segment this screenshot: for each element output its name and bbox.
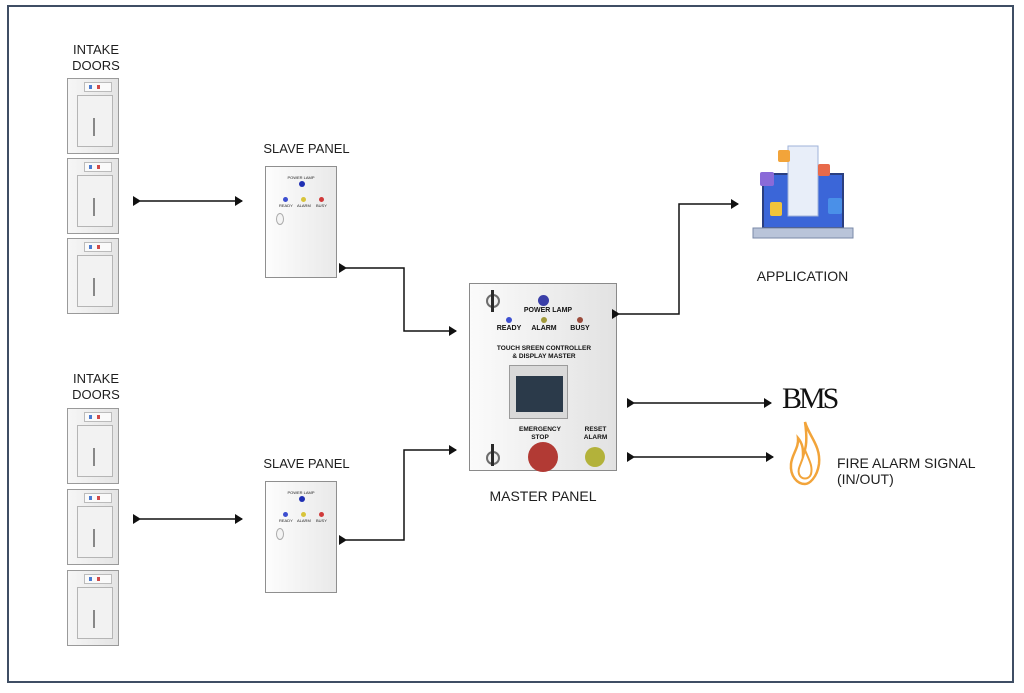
slave-ready-lamp — [283, 197, 288, 202]
intake-door — [67, 78, 119, 154]
slave-power-lamp-label: POWER LAMP — [287, 175, 315, 180]
slave-panel: POWER LAMP READY ALARM BUSY — [265, 481, 337, 593]
master-panel: POWER LAMP READY ALARM BUSY TOUCH SREEN … — [469, 283, 617, 472]
intake-door — [67, 238, 119, 314]
application-label: APPLICATION — [756, 268, 849, 284]
intake-door — [67, 570, 119, 646]
master-alarm-lamp — [541, 317, 547, 323]
slave-alarm-lamp — [301, 512, 306, 517]
slave-panel: POWER LAMP READY ALARM BUSY — [265, 166, 337, 278]
intake-door — [67, 408, 119, 484]
diagram-frame — [7, 5, 1014, 683]
slave-power-lamp — [299, 181, 305, 187]
reset-alarm-button — [585, 447, 605, 467]
slave-panel-label-bottom: SLAVE PANEL — [263, 456, 350, 471]
master-panel-label: MASTER PANEL — [489, 488, 597, 504]
intake-door — [67, 158, 119, 234]
slave-busy-lamp — [319, 197, 324, 202]
slave-ready-lamp — [283, 512, 288, 517]
intake-door — [67, 489, 119, 565]
slave-busy-lamp — [319, 512, 324, 517]
master-power-lamp — [538, 295, 549, 306]
fire-icon — [789, 421, 821, 486]
arrow-slave-top-to-master — [339, 263, 457, 336]
master-power-lamp-label: POWER LAMP — [523, 307, 573, 314]
slave-power-lamp-label: POWER LAMP — [287, 490, 315, 495]
touch-screen — [509, 365, 568, 419]
slave-power-lamp — [299, 496, 305, 502]
fire-alarm-label: FIRE ALARM SIGNAL(IN/OUT) — [837, 455, 976, 487]
emergency-stop-button — [528, 442, 558, 472]
slave-keyhole — [276, 213, 284, 225]
arrow-slave-bottom-to-master — [339, 445, 457, 545]
slave-alarm-lamp — [301, 197, 306, 202]
slave-keyhole — [276, 528, 284, 540]
controller-label: TOUCH SREEN CONTROLLER& DISPLAY MASTER — [496, 345, 592, 360]
slave-panel-label-top: SLAVE PANEL — [263, 141, 350, 156]
bms-logo: BMS — [782, 382, 839, 415]
master-ready-lamp — [506, 317, 512, 323]
laptop-icon — [752, 145, 854, 239]
master-busy-lamp — [577, 317, 583, 323]
arrow-master-to-application — [612, 199, 739, 319]
